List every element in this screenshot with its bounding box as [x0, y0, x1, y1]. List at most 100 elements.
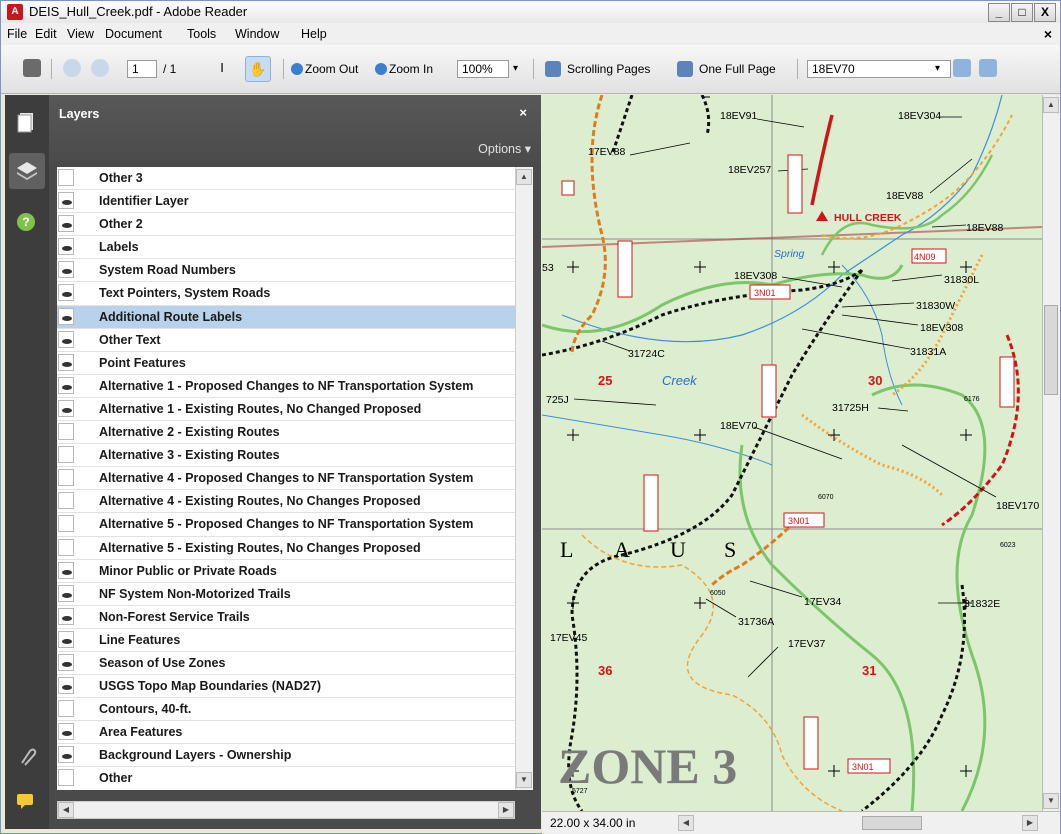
map-vertical-scrollbar[interactable]: ▲ ▼ — [1042, 95, 1060, 811]
layers-panel-close-icon[interactable]: × — [519, 105, 527, 120]
layer-row[interactable]: Point Features — [57, 352, 515, 375]
scroll-up-arrow-icon[interactable]: ▲ — [1043, 97, 1059, 113]
layer-visibility-toggle[interactable] — [58, 446, 74, 464]
next-page-icon[interactable] — [91, 59, 109, 77]
layer-row[interactable]: Minor Public or Private Roads — [57, 560, 515, 583]
layer-visibility-toggle[interactable] — [58, 353, 74, 371]
layer-row[interactable]: Other 2 — [57, 213, 515, 237]
layer-visibility-toggle[interactable] — [58, 769, 74, 787]
document-close-icon[interactable]: × — [1043, 26, 1052, 42]
layer-row[interactable]: Labels — [57, 236, 515, 260]
layer-visibility-toggle[interactable] — [58, 607, 74, 625]
layer-visibility-toggle[interactable] — [58, 584, 74, 602]
attachments-icon[interactable] — [13, 743, 39, 769]
menu-document[interactable]: Document — [105, 27, 162, 41]
layer-visibility-toggle[interactable] — [58, 215, 74, 233]
layers-icon[interactable] — [9, 153, 45, 189]
scroll-right-arrow-icon[interactable]: ▶ — [498, 802, 514, 818]
layer-row[interactable]: Other Text — [57, 329, 515, 352]
layer-visibility-toggle[interactable] — [58, 330, 74, 348]
layer-row[interactable]: Background Layers - Ownership — [57, 744, 515, 768]
zoom-in-button[interactable]: Zoom In — [389, 62, 434, 76]
layer-visibility-toggle[interactable] — [58, 169, 74, 186]
scroll-down-arrow-icon[interactable]: ▼ — [516, 772, 532, 788]
layer-visibility-toggle[interactable] — [58, 192, 74, 210]
zoom-out-button[interactable]: Zoom Out — [305, 62, 359, 76]
layer-visibility-toggle[interactable] — [58, 515, 74, 533]
layer-visibility-toggle[interactable] — [58, 561, 74, 579]
scroll-right-arrow-icon[interactable]: ▶ — [1022, 815, 1038, 831]
layers-vertical-scrollbar[interactable]: ▲ ▼ — [515, 167, 533, 790]
menu-help[interactable]: Help — [301, 27, 327, 41]
layer-row[interactable]: Alternative 4 - Proposed Changes to NF T… — [57, 467, 515, 491]
layer-row[interactable]: Alternative 1 - Existing Routes, No Chan… — [57, 398, 515, 422]
zoom-dropdown-arrow-icon[interactable]: ▾ — [513, 63, 519, 74]
find-previous-icon[interactable] — [953, 59, 971, 77]
scroll-left-arrow-icon[interactable]: ◀ — [678, 815, 694, 831]
layer-row[interactable]: NF System Non-Motorized Trails — [57, 583, 515, 606]
layer-row[interactable]: Alternative 3 - Existing Routes — [57, 444, 515, 468]
help-icon[interactable]: ? — [13, 209, 39, 235]
layer-visibility-toggle[interactable] — [58, 376, 74, 394]
layer-row[interactable]: USGS Topo Map Boundaries (NAD27) — [57, 675, 515, 699]
zoom-out-icon[interactable] — [291, 63, 303, 75]
map-document-view[interactable]: 18EV91 18EV304 17EV88 18EV257 18EV88 HUL… — [542, 95, 1042, 811]
layer-visibility-toggle[interactable] — [58, 653, 74, 671]
layer-row[interactable]: Alternative 5 - Proposed Changes to NF T… — [57, 513, 515, 537]
layer-visibility-toggle[interactable] — [58, 538, 74, 556]
page-number-input[interactable]: 1 — [127, 60, 157, 78]
layer-visibility-toggle[interactable] — [58, 723, 74, 741]
layers-options-menu[interactable]: Options ▾ — [478, 142, 531, 156]
scrolling-pages-button[interactable]: Scrolling Pages — [567, 62, 651, 76]
layers-horizontal-scrollbar[interactable]: ◀ ▶ — [57, 801, 515, 819]
close-button[interactable]: X — [1034, 3, 1056, 22]
menu-view[interactable]: View — [67, 27, 94, 41]
layer-visibility-toggle[interactable] — [58, 492, 74, 510]
pages-icon[interactable] — [13, 109, 39, 135]
print-icon[interactable] — [23, 59, 41, 77]
scrollbar-thumb[interactable] — [1044, 305, 1058, 395]
minimize-button[interactable]: _ — [988, 3, 1010, 22]
zoom-in-icon[interactable] — [375, 63, 387, 75]
layer-row[interactable]: Text Pointers, System Roads — [57, 282, 515, 306]
previous-page-icon[interactable] — [63, 59, 81, 77]
layer-row[interactable]: Contours, 40-ft. — [57, 698, 515, 722]
layer-visibility-toggle[interactable] — [58, 238, 74, 256]
layer-visibility-toggle[interactable] — [58, 469, 74, 487]
layer-row[interactable]: Alternative 4 - Existing Routes, No Chan… — [57, 490, 515, 514]
layer-row[interactable]: Additional Route Labels — [57, 305, 515, 329]
maximize-button[interactable]: □ — [1011, 3, 1033, 22]
hand-tool-icon[interactable]: ✋ — [245, 56, 271, 82]
layer-row[interactable]: Area Features — [57, 721, 515, 745]
scroll-down-arrow-icon[interactable]: ▼ — [1043, 793, 1059, 809]
layer-visibility-toggle[interactable] — [58, 700, 74, 718]
layer-visibility-toggle[interactable] — [58, 261, 74, 279]
layer-row[interactable]: Other 3 — [57, 167, 515, 191]
one-full-page-icon[interactable] — [677, 61, 693, 77]
layer-visibility-toggle[interactable] — [58, 746, 74, 764]
layer-visibility-toggle[interactable] — [58, 677, 74, 695]
layer-visibility-toggle[interactable] — [58, 284, 74, 302]
layer-visibility-toggle[interactable] — [58, 399, 74, 417]
layer-row[interactable]: Identifier Layer — [57, 190, 515, 214]
select-text-icon[interactable]: I — [220, 60, 224, 75]
menu-tools[interactable]: Tools — [187, 27, 217, 41]
one-full-page-button[interactable]: One Full Page — [699, 62, 776, 76]
layer-row[interactable]: Alternative 2 - Existing Routes — [57, 421, 515, 445]
scrolling-pages-icon[interactable] — [545, 61, 561, 77]
layer-row[interactable]: Season of Use Zones — [57, 652, 515, 676]
layer-row[interactable]: System Road Numbers — [57, 259, 515, 283]
scroll-up-arrow-icon[interactable]: ▲ — [516, 169, 532, 185]
layer-visibility-toggle[interactable] — [58, 423, 74, 441]
menu-window[interactable]: Window — [235, 27, 280, 41]
zoom-level-input[interactable]: 100% — [457, 60, 509, 78]
layer-row[interactable]: Other — [57, 767, 515, 790]
menu-edit[interactable]: Edit — [35, 27, 57, 41]
layer-visibility-toggle[interactable] — [58, 307, 74, 325]
menu-file[interactable]: File — [7, 27, 28, 41]
scroll-left-arrow-icon[interactable]: ◀ — [58, 802, 74, 818]
layer-row[interactable]: Line Features — [57, 629, 515, 652]
horizontal-scrollbar-thumb[interactable] — [862, 816, 922, 830]
find-next-icon[interactable] — [979, 59, 997, 77]
layer-row[interactable]: Alternative 1 - Proposed Changes to NF T… — [57, 375, 515, 398]
